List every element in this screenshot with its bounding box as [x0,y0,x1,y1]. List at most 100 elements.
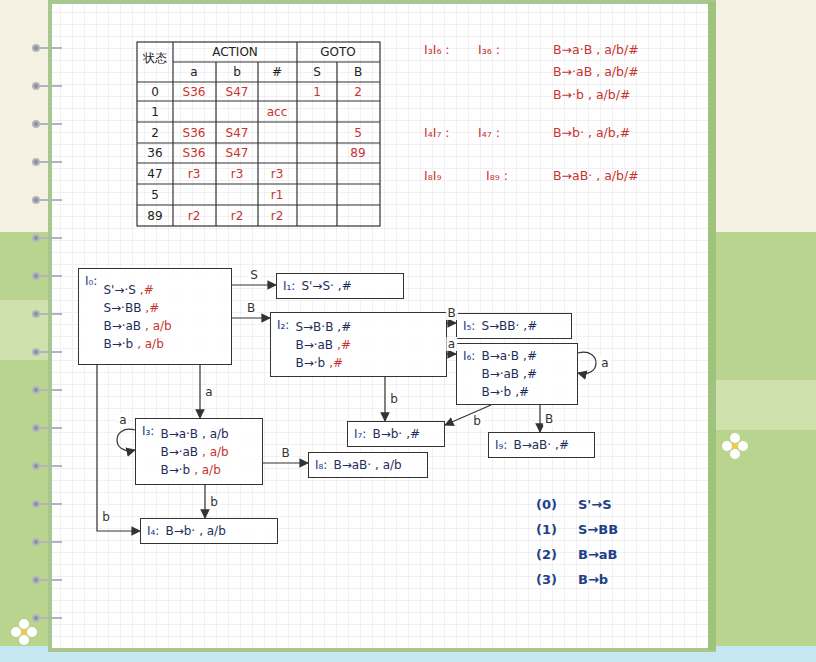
table-cell: r2 [271,209,284,223]
table-cell: S36 [183,126,206,140]
lr-item: B→b· [372,427,402,441]
state-box: I₁:S'→S·,# [276,273,404,299]
state-name: I₀: [85,272,97,290]
transition-symbol: a [117,413,128,427]
lr-item: B→aB· [333,458,371,472]
item-row: B→·b , a/b [160,461,228,479]
table-cell: S47 [226,85,249,99]
lookahead: , a/b [194,463,221,477]
lookahead: ,# [523,319,537,333]
table-header: ACTION [212,45,258,59]
state-number: 47 [147,167,162,181]
transition-symbol: S [248,268,260,282]
state-box: I₈:B→aB·, a/b [308,452,428,478]
state-name: I₆: [463,347,475,365]
lookahead: , a/b [202,427,229,441]
item-row: B→·aB,# [295,336,351,354]
table-cell: r1 [271,188,284,202]
merge-note: B→aB· , a/b/# [553,169,639,183]
item-row: B→b·,# [372,425,420,443]
table-cell: 5 [354,126,362,140]
lr-item: S'→S· [301,279,333,293]
lookahead: ,# [523,367,537,381]
item-list: B→aB· , a/b [333,456,401,474]
parse-table-grid [137,42,380,226]
lookahead: ,# [515,385,529,399]
transition-symbol: b [100,510,112,524]
paper [52,4,712,648]
item-row: B→·b,# [295,354,351,372]
lr-item: S→B·B [295,320,333,334]
table-cell: r3 [188,167,201,181]
production-number: (2) [536,548,557,562]
transition-arrow [263,462,308,463]
lookahead: , a/b [145,319,172,333]
binding-rings [33,45,62,621]
table-cell: 1 [313,85,321,99]
table-header: b [233,65,241,79]
item-row: B→·b, a/b [103,335,171,353]
state-box: I₉: B→aB·,# [488,432,595,458]
item-row: B→a·B, a/b [160,425,228,443]
table-cell: S47 [226,126,249,140]
table-cell: S47 [226,146,249,160]
item-row: S→B·B,# [295,318,351,336]
transition-arrow [447,322,456,323]
production: B→b [578,573,608,587]
item-list: S'→S·,# [301,277,351,295]
lookahead: ,# [523,349,537,363]
state-box: I₅: S→BB· ,# [456,313,572,339]
state-box: I₆:B→a·B,#B→·aB,#B→·b,# [456,343,578,405]
item-row: B→aB·,# [513,436,569,454]
transition-arrow [232,284,276,285]
state-number: 5 [151,188,159,202]
merge-note: I₄₇ : [478,126,500,140]
lookahead: , a/b [375,458,402,472]
lr-item: S'→·S [103,283,135,297]
state-name: I₄: [147,522,159,540]
table-header: # [272,65,282,79]
item-list: S'→·S ,# S→·BB,#B→·aB, a/bB→·b, a/b [103,281,171,353]
state-name: I₉: [495,436,507,454]
lr-item: B→·aB [481,367,519,381]
item-row: B→aB· , a/b [333,456,401,474]
merge-note: I₄I₇ : [424,126,450,140]
table-cell: S36 [183,85,206,99]
table-cell: r3 [271,167,284,181]
item-list: B→a·B, a/bB→·aB, a/bB→·b, a/b [160,425,228,479]
table-cell: S36 [183,146,206,160]
state-number: 0 [151,85,159,99]
item-list: B→b·,# [372,425,420,443]
state-box: I₄: B→b·, a/b [140,518,278,544]
lr-item: B→·aB [295,338,333,352]
production: S→BB [578,523,618,537]
item-list: B→a·B,#B→·aB,#B→·b,# [481,347,537,401]
table-header: B [354,65,362,79]
item-list: S→BB· ,# [481,317,537,335]
table-cell: r2 [188,209,201,223]
lr-item: S→BB· [481,319,519,333]
merge-note: B→a·B , a/b/# [553,43,639,57]
transition-symbol: b [388,392,400,406]
lr-item: B→·b [160,463,190,477]
lookahead: ,# [140,283,154,297]
item-row: S'→·S ,# [103,281,171,299]
lr-item: B→aB· [513,438,551,452]
paper-edge [708,2,716,650]
item-row: S→·BB,# [103,299,171,317]
transition-arrow [199,365,200,418]
transition-symbol: B [279,446,291,460]
state-name: I₅: [463,317,475,335]
item-list: B→aB·,# [513,436,569,454]
item-list: B→b·, a/b [165,522,225,540]
state-name: I₇: [354,425,366,443]
item-row: B→·b,# [481,383,537,401]
item-row: B→·aB, a/b [103,317,171,335]
merge-note: I₃₆ : [478,43,500,57]
item-row: B→·aB ,# [481,365,537,383]
state-name: I₃: [142,422,154,440]
transition-arrow [384,377,385,421]
table-cell: 89 [350,146,365,160]
